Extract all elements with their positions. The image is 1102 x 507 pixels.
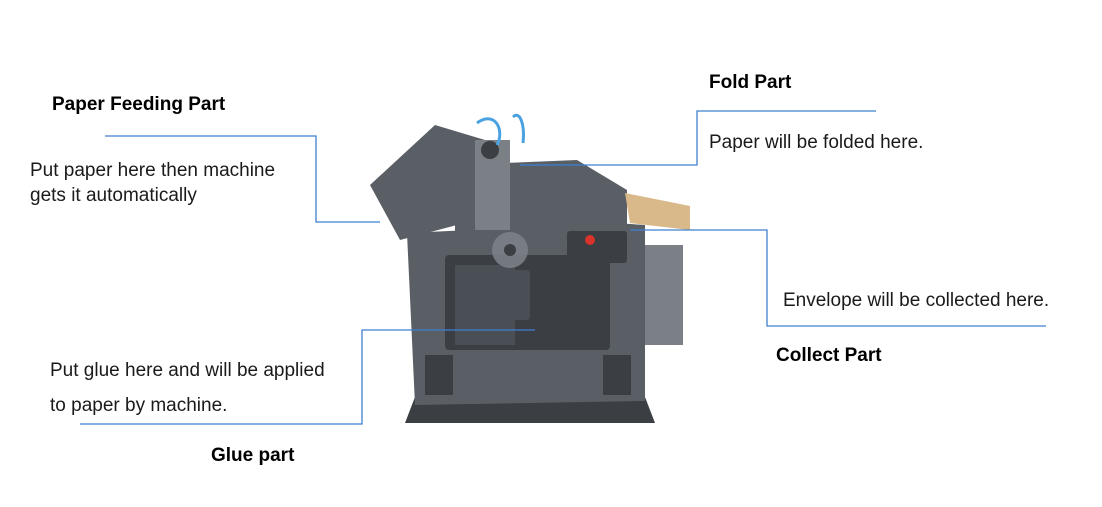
feeder-arm xyxy=(370,125,485,240)
air-tube-2 xyxy=(476,117,502,146)
feeder-roller xyxy=(481,141,499,159)
cabinet-foot-left xyxy=(425,355,453,395)
collect-leader xyxy=(630,229,1046,327)
cabinet-side-panel xyxy=(645,245,683,345)
paper-feeding-leader xyxy=(105,135,380,223)
control-box xyxy=(567,231,627,263)
paper-feeding-desc-line1: Put paper here then machine xyxy=(30,160,276,181)
envelope-machine-illustration xyxy=(370,113,690,423)
glue-wheel-hub xyxy=(504,244,516,256)
fold-desc: Paper will be folded here. xyxy=(709,132,924,153)
paper-feeding-desc-line2: gets it automatically xyxy=(30,185,197,206)
paper-tray xyxy=(625,193,690,230)
glue-desc-line2: to paper by machine. xyxy=(50,395,228,416)
glue-leader xyxy=(80,329,535,425)
emergency-button xyxy=(585,235,595,245)
collect-title: Collect Part xyxy=(776,345,882,366)
air-tube xyxy=(511,113,525,144)
fold-title: Fold Part xyxy=(709,72,792,93)
glue-title: Glue part xyxy=(211,445,295,466)
fold-leader xyxy=(520,110,876,166)
collect-desc: Envelope will be collected here. xyxy=(783,290,1050,311)
paper-feeding-title: Paper Feeding Part xyxy=(52,94,226,115)
cabinet-foot-right xyxy=(603,355,631,395)
glue-unit xyxy=(485,270,530,320)
glue-desc-line1: Put glue here and will be applied xyxy=(50,360,325,381)
